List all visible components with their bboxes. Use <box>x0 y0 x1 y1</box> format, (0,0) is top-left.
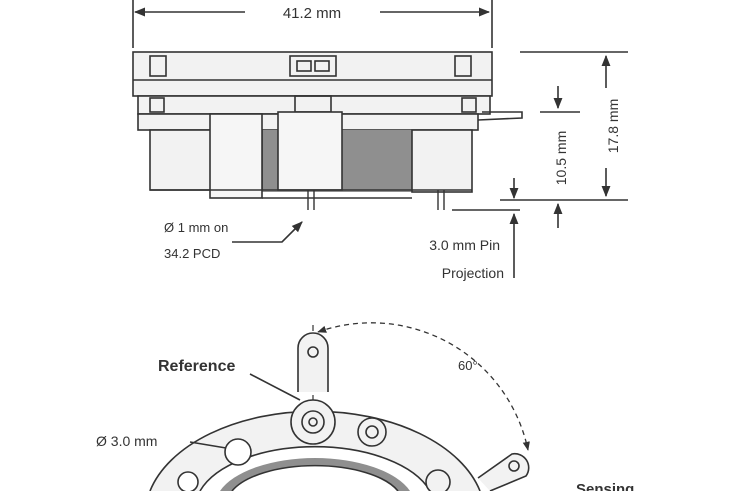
right-tab-hole <box>508 460 520 472</box>
boss-right <box>357 417 387 447</box>
pin-projection-label-2: Projection <box>442 265 504 281</box>
reference-label: Reference <box>158 358 235 375</box>
reference-tab-hole <box>307 346 319 358</box>
pin-diameter-label-2: 34.2 PCD <box>164 246 220 261</box>
band-tab-right <box>461 97 477 113</box>
connector-pin-b <box>314 60 330 72</box>
reference-boss-inner <box>301 410 325 434</box>
pin-diameter-label-1: Ø 1 mm on <box>164 220 228 235</box>
reference-tab <box>297 332 329 392</box>
hole-leader <box>189 441 227 449</box>
reference-leader <box>249 373 301 401</box>
reference-boss-core <box>308 417 318 427</box>
connector-block <box>289 55 337 77</box>
height-body-label: 10.5 mm <box>553 131 569 185</box>
mount-hole-left <box>224 438 252 466</box>
angle-label: 60° <box>458 358 478 373</box>
notch-left <box>149 55 167 77</box>
angle-arc <box>317 322 530 451</box>
top-view <box>149 322 530 491</box>
side-view <box>132 0 628 278</box>
right-tab <box>477 452 530 491</box>
mount-hole-far-left <box>177 471 199 491</box>
lead-right <box>477 111 523 121</box>
width-label: 41.2 mm <box>283 5 341 22</box>
block-right <box>411 129 473 193</box>
notch-right <box>454 55 472 77</box>
boss-right-inner <box>365 425 379 439</box>
block-left-inner <box>209 113 263 199</box>
sensing-label: Sensing <box>576 481 634 491</box>
band-tab-left <box>149 97 165 113</box>
boss-far-right <box>425 469 451 491</box>
reference-boss <box>290 399 336 445</box>
hole-diameter-label: Ø 3.0 mm <box>96 433 157 449</box>
block-center <box>277 111 343 191</box>
height-total-label: 17.8 mm <box>605 99 621 153</box>
inner-ring-face <box>231 464 399 491</box>
pin-leader <box>232 221 303 243</box>
connector-pin-a <box>296 60 312 72</box>
pin-projection-label-1: 3.0 mm Pin <box>429 237 500 253</box>
top-plate <box>132 51 493 97</box>
